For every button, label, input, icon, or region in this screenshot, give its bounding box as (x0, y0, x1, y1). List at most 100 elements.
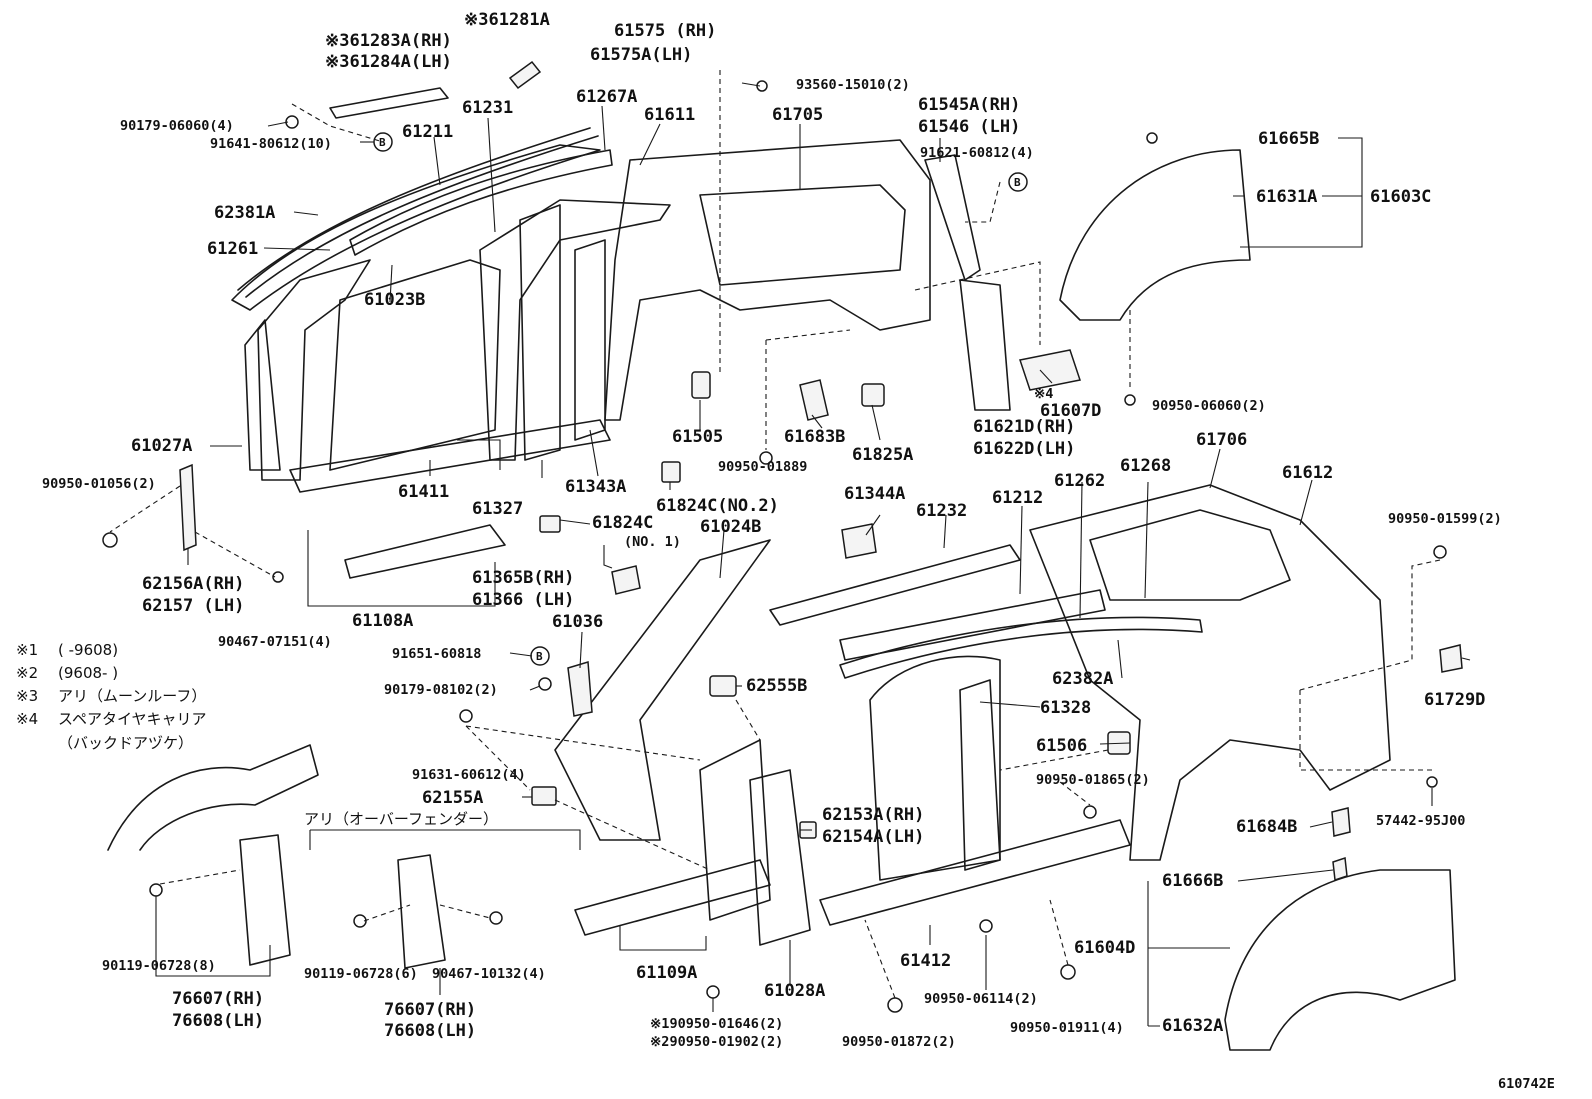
label-61108a: 61108A (352, 611, 413, 631)
label-90950-06060: 90950-06060(2) (1152, 398, 1266, 414)
front-pillar-lower-inner-61028a (749, 769, 811, 946)
label-61546: 61546 (LH) (918, 117, 1020, 137)
label-90467-10132: 90467-10132(4) (432, 966, 546, 982)
moonroof-bracket-61281a (508, 60, 542, 90)
rear-wheelhouse-outer-61603c (1059, 149, 1251, 321)
rocker-reinforcement-61108a (344, 524, 506, 579)
label-361281a: ※361281A (464, 10, 550, 30)
note-2-mark: ※2 (16, 664, 38, 682)
front-body-pillar-61023b (257, 259, 371, 481)
label-90950-01865: 90950-01865(2) (1036, 772, 1150, 788)
front-pillar-inner-61109a (699, 739, 771, 921)
center-pillar-inner-61328 (959, 679, 1001, 871)
label-61261: 61261 (207, 239, 258, 259)
bolt-90119-left (149, 883, 163, 897)
leader-lines (109, 70, 1471, 1027)
label-61706: 61706 (1196, 430, 1247, 450)
label-90950-01911: 90950-01911(4) (1010, 1020, 1124, 1036)
label-61505: 61505 (672, 427, 723, 447)
label-61612: 61612 (1282, 463, 1333, 483)
rear-wheelhouse-inner-61604d (1224, 869, 1456, 1051)
roof-side-rail-61211 (349, 149, 613, 256)
label-61631a: 61631A (1256, 187, 1317, 207)
label-61506: 61506 (1036, 736, 1087, 756)
mud-guard-76607-left (239, 834, 291, 966)
label-90950-01889: 90950-01889 (718, 459, 807, 475)
label-90950-01872: 90950-01872(2) (842, 1034, 956, 1050)
plug-90950-01872 (887, 997, 903, 1013)
label-90119-06728-8: 90119-06728(8) (102, 958, 216, 974)
plug-90950-01889 (759, 451, 773, 465)
label-61603c: 61603C (1370, 187, 1431, 207)
bracket-61344a (841, 523, 877, 559)
bracket-61666b (1332, 856, 1348, 882)
label-61412: 61412 (900, 951, 951, 971)
note-4-subtext: （バックドアヅケ） (58, 734, 193, 752)
label-61344a: 61344A (844, 484, 905, 504)
clip-61665b (1146, 132, 1158, 144)
label-76607-left: 76607(RH) (172, 989, 264, 1009)
clip-57442 (1426, 776, 1438, 788)
label-61632a: 61632A (1162, 1016, 1223, 1036)
label-no1: (NO. 1) (624, 534, 681, 550)
label-61231: 61231 (462, 98, 513, 118)
spare-carrier-bracket-61607d (1019, 349, 1081, 391)
plug-90950-01646 (706, 985, 720, 999)
label-61328: 61328 (1040, 698, 1091, 718)
label-61268: 61268 (1120, 456, 1171, 476)
label-61343a: 61343A (565, 477, 626, 497)
bracket-61036 (567, 661, 593, 717)
roof-drip-inner-61262 (839, 616, 1203, 679)
label-91641-80612: 91641-80612(10) (210, 136, 332, 152)
center-pillar-inner-61327 (519, 204, 561, 461)
nut-90179-08102 (538, 677, 552, 691)
label-61607d: 61607D (1040, 401, 1101, 421)
plug-90950-06060 (1124, 394, 1136, 406)
label-61824c-no1: 61824C (592, 513, 653, 533)
label-76608-left: 76608(LH) (172, 1011, 264, 1031)
body-side-inner-rear-61612 (1029, 484, 1391, 861)
plug-90950-01911 (1060, 964, 1076, 980)
label-61611: 61611 (644, 105, 695, 125)
label-61683b: 61683B (784, 427, 845, 447)
label-62156a: 62156A(RH) (142, 574, 244, 594)
note-1-mark: ※1 (16, 641, 38, 659)
roof-drip-rail-61261 (231, 144, 601, 311)
pad-62555b (709, 675, 737, 697)
label-76607-center: 76607(RH) (384, 1000, 476, 1020)
front-door-opening-panel (329, 259, 501, 471)
label-91631-60612: 91631-60612(4) (412, 767, 526, 783)
label-61023b: 61023B (364, 290, 425, 310)
center-pillar-reinforcement-61343a (574, 239, 606, 441)
rocker-inner-61412 (819, 819, 1131, 926)
label-61327: 61327 (472, 499, 523, 519)
note-3-text: アリ（ムーンルーフ） (58, 687, 206, 705)
label-93560-15010: 93560-15010(2) (796, 77, 910, 93)
door-opening-inner (869, 655, 1001, 881)
moonroof-rail-61283a (329, 87, 449, 119)
quarter-window-frame-61705 (699, 184, 906, 286)
label-61825a: 61825A (852, 445, 913, 465)
label-61729d: 61729D (1424, 690, 1485, 710)
label-61366: 61366 (LH) (472, 590, 574, 610)
label-361284a: ※361284A(LH) (325, 52, 452, 72)
label-76608-center: 76608(LH) (384, 1021, 476, 1041)
note-4-text: スペアタイヤキャリア (58, 710, 207, 728)
label-62555b: 62555B (746, 676, 807, 696)
label-61545a: 61545A(RH) (918, 95, 1020, 115)
label-62382a: 62382A (1052, 669, 1113, 689)
label-61684b: 61684B (1236, 817, 1297, 837)
label-61575a: 61575A(LH) (590, 45, 692, 65)
label-290950-01902: ※290950-01902(2) (650, 1034, 783, 1050)
label-61411: 61411 (398, 482, 449, 502)
clip-90467-07151 (272, 571, 284, 583)
label-61622d: 61622D(LH) (973, 439, 1075, 459)
label-61365b: 61365B(RH) (472, 568, 574, 588)
label-90467-07151: 90467-07151(4) (218, 634, 332, 650)
label-61575: 61575 (RH) (614, 21, 716, 41)
quarter-bracket-61683b (799, 379, 829, 421)
label-361283a: ※361283A(RH) (325, 31, 452, 51)
bolt-mark-91651-letter: B (536, 650, 543, 663)
